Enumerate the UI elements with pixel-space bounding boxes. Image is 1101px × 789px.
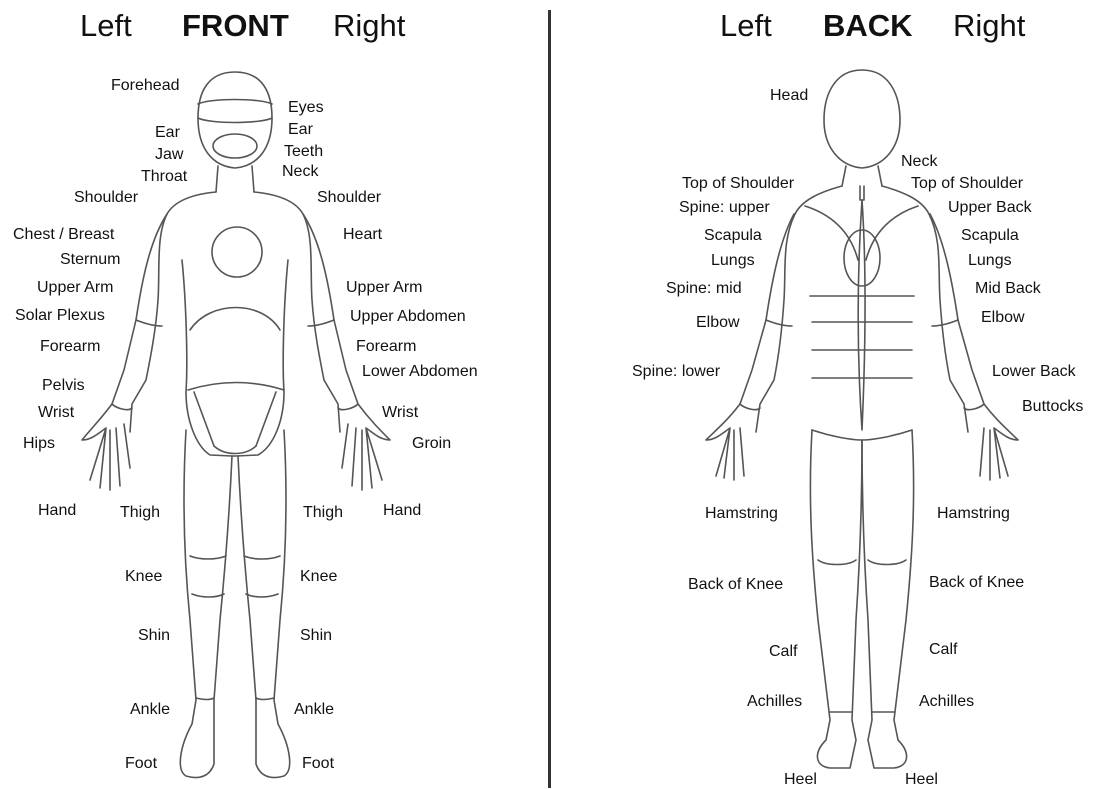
label-mid-back: Mid Back [975, 280, 1041, 298]
label-knee-right: Knee [300, 568, 337, 586]
label-buttocks: Buttocks [1022, 398, 1083, 416]
label-neck-back: Neck [901, 153, 937, 171]
label-wrist-right: Wrist [382, 404, 418, 422]
label-knee-left: Knee [125, 568, 162, 586]
label-sternum: Sternum [60, 251, 120, 269]
label-upper-back: Upper Back [948, 199, 1032, 217]
label-heart: Heart [343, 226, 382, 244]
label-hamstring-right: Hamstring [937, 505, 1010, 523]
label-chest-breast: Chest / Breast [13, 226, 114, 244]
label-ankle-right: Ankle [294, 701, 334, 719]
label-achilles-left: Achilles [747, 693, 802, 711]
label-spine-upper: Spine: upper [679, 199, 770, 217]
label-wrist-left: Wrist [38, 404, 74, 422]
label-upper-arm-left: Upper Arm [37, 279, 113, 297]
label-thigh-left: Thigh [120, 504, 160, 522]
label-lower-abdomen: Lower Abdomen [362, 363, 478, 381]
label-ear-right: Ear [288, 121, 313, 139]
label-neck-front: Neck [282, 163, 318, 181]
label-forearm-left: Forearm [40, 338, 100, 356]
label-pelvis: Pelvis [42, 377, 85, 395]
label-calf-right: Calf [929, 641, 957, 659]
label-ear-left: Ear [155, 124, 180, 142]
label-heel-left: Heel [784, 771, 817, 789]
label-achilles-right: Achilles [919, 693, 974, 711]
label-throat: Throat [141, 168, 187, 186]
label-heel-right: Heel [905, 771, 938, 789]
label-top-of-shoulder-right: Top of Shoulder [911, 175, 1023, 193]
label-back-of-knee-right: Back of Knee [929, 574, 1024, 592]
label-hand-left: Hand [38, 502, 76, 520]
label-hips: Hips [23, 435, 55, 453]
label-scapula-right: Scapula [961, 227, 1019, 245]
label-eyes: Eyes [288, 99, 324, 117]
label-groin: Groin [412, 435, 451, 453]
label-thigh-right: Thigh [303, 504, 343, 522]
label-ankle-left: Ankle [130, 701, 170, 719]
label-upper-arm-right: Upper Arm [346, 279, 422, 297]
label-hamstring-left: Hamstring [705, 505, 778, 523]
label-elbow-left: Elbow [696, 314, 740, 332]
label-foot-left: Foot [125, 755, 157, 773]
label-foot-right: Foot [302, 755, 334, 773]
label-shoulder-right: Shoulder [317, 189, 381, 207]
label-forehead: Forehead [111, 77, 180, 95]
label-lungs-right: Lungs [968, 252, 1012, 270]
label-lower-back: Lower Back [992, 363, 1076, 381]
label-elbow-right: Elbow [981, 309, 1025, 327]
label-lungs-left: Lungs [711, 252, 755, 270]
label-spine-mid: Spine: mid [666, 280, 742, 298]
label-teeth: Teeth [284, 143, 323, 161]
label-forearm-right: Forearm [356, 338, 416, 356]
label-solar-plexus: Solar Plexus [15, 307, 105, 325]
label-top-of-shoulder-left: Top of Shoulder [682, 175, 794, 193]
label-shoulder-left: Shoulder [74, 189, 138, 207]
label-scapula-left: Scapula [704, 227, 762, 245]
label-shin-right: Shin [300, 627, 332, 645]
label-calf-left: Calf [769, 643, 797, 661]
label-hand-right: Hand [383, 502, 421, 520]
label-back-of-knee-left: Back of Knee [688, 576, 783, 594]
label-jaw: Jaw [155, 146, 183, 164]
label-head: Head [770, 87, 808, 105]
label-upper-abdomen: Upper Abdomen [350, 308, 466, 326]
label-spine-lower: Spine: lower [632, 363, 720, 381]
label-shin-left: Shin [138, 627, 170, 645]
